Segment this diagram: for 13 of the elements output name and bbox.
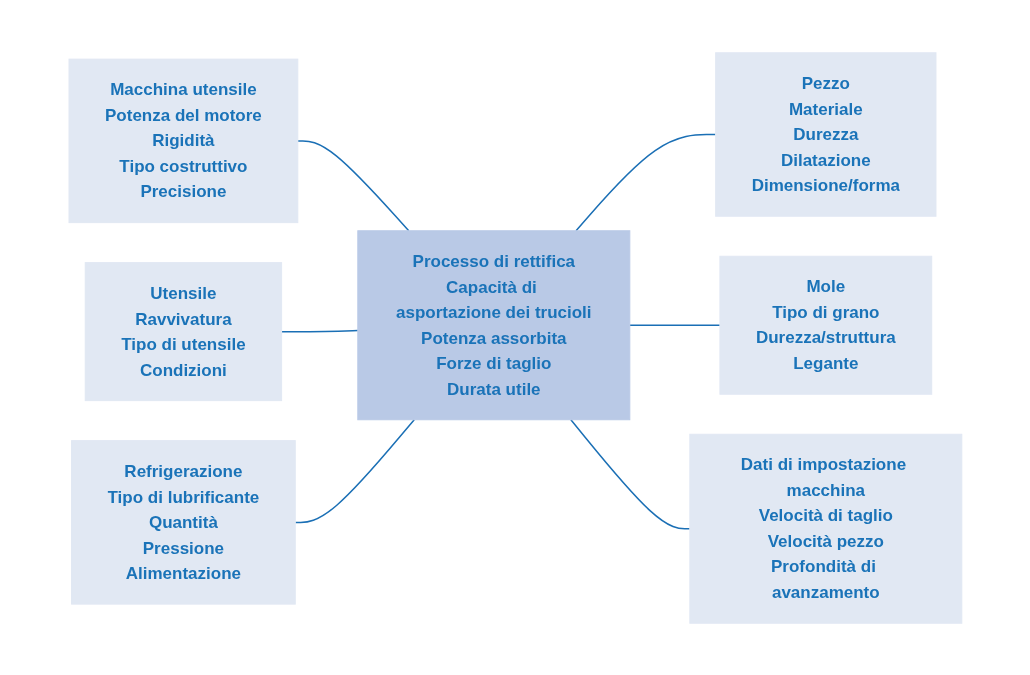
connector xyxy=(628,324,721,326)
connector xyxy=(296,139,410,231)
connector xyxy=(294,418,415,523)
node-box: Processo di rettifica Capacità di asportazione dei trucioli Potenza assorbita Forze di taglio Durata utile xyxy=(356,229,630,420)
node-box: Mole Tipo di grano Durezza/struttura Legante xyxy=(719,255,932,395)
node-box: Macchina utensile Potenza del motore Rigidità Tipo costruttivo Precisione xyxy=(68,58,298,223)
node-box: Utensile Ravvivatura Tipo di utensile Condizioni xyxy=(84,261,282,401)
connector xyxy=(280,329,359,332)
connector xyxy=(569,418,691,529)
connector xyxy=(574,133,716,231)
node-box: Dati di impostazione macchina Velocità di taglio Velocità pezzo Profondità di avanzamento xyxy=(688,433,962,624)
node-box: Pezzo Materiale Durezza Dilatazione Dimensione/forma xyxy=(714,51,937,217)
node-box: Refrigerazione Tipo di lubrificante Quantità Pressione Alimentazione xyxy=(70,439,296,605)
